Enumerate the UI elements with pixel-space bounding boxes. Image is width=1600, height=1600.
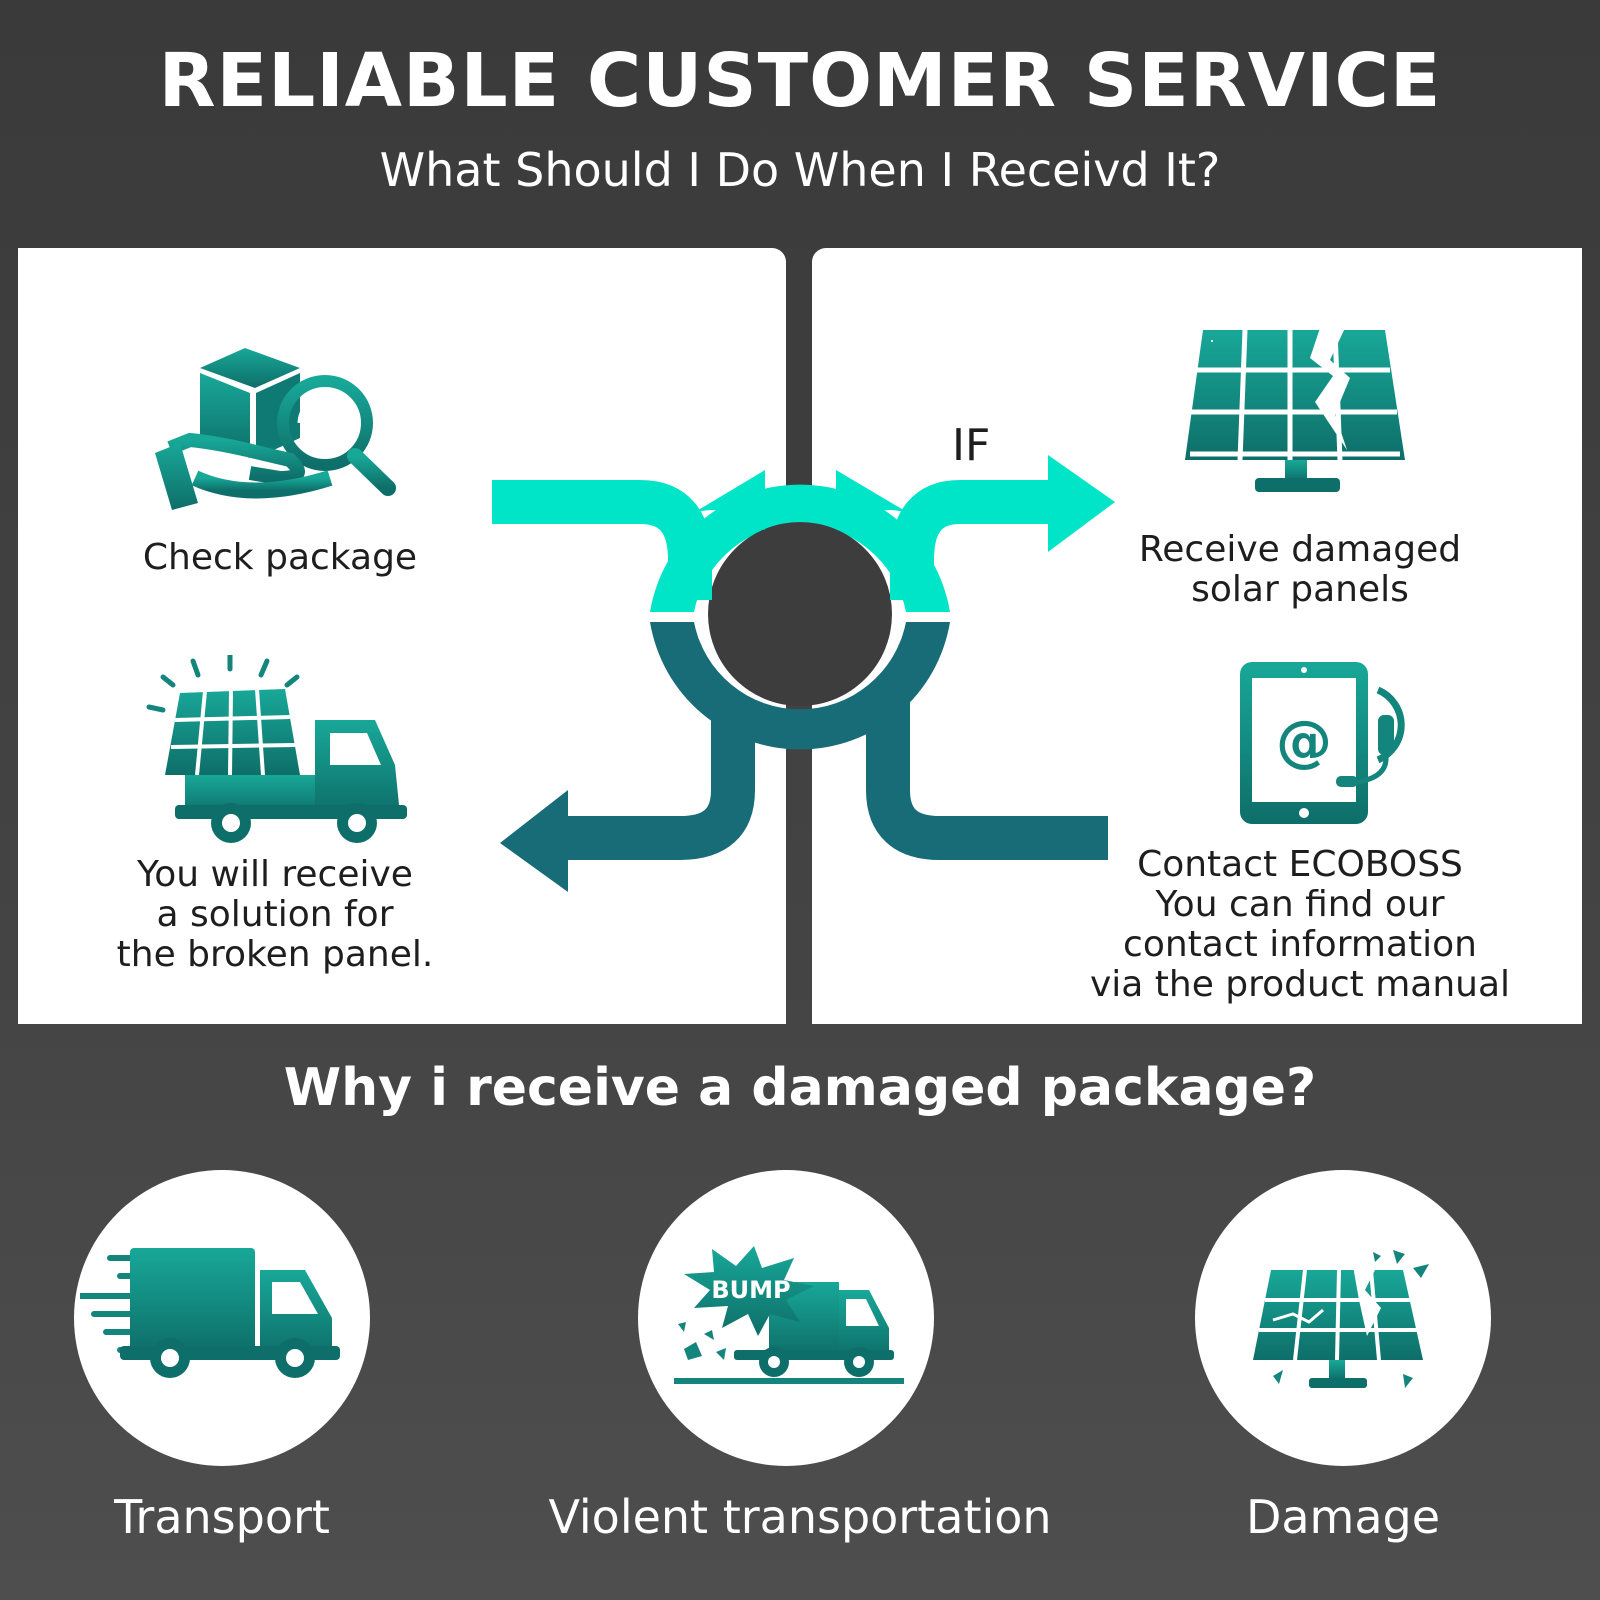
flow-result-connector: [560, 700, 755, 860]
flow-ring-top: [650, 484, 950, 612]
flow-diagram: [492, 455, 1115, 892]
reason-transport-label: Transport: [114, 1490, 330, 1544]
flow-return-connector: [866, 700, 1108, 860]
page-title: RELIABLE CUSTOMER SERVICE: [158, 38, 1442, 124]
solar-delivery-truck-icon: [145, 652, 415, 854]
reason-transport-circle: [74, 1170, 370, 1466]
step-solution-line3: the broken panel.: [116, 934, 434, 975]
flow-center-circle: [708, 522, 892, 706]
step-receive-damaged-label: Receive damaged solar panels: [1090, 530, 1510, 610]
reason-violent-circle: BUMP: [638, 1170, 934, 1466]
bump-truck-icon: BUMP: [674, 1244, 904, 1398]
reason-violent-label: Violent transportation: [548, 1490, 1052, 1544]
step-contact-line4: via the product manual: [1089, 964, 1511, 1005]
step-contact-label: Contact ECOBOSS You can find our contact…: [1050, 845, 1550, 1005]
damaged-solar-panel-icon: [1185, 328, 1415, 504]
flow-out-connector: [890, 480, 1050, 600]
step-solution-label: You will receive a solution for the brok…: [80, 855, 470, 975]
step-check-package-label: Check package: [142, 537, 418, 578]
step-solution-line1: You will receive: [137, 854, 413, 895]
if-label: IF: [952, 420, 991, 471]
flow-in-connector: [492, 480, 712, 600]
reason-damage-circle: [1195, 1170, 1491, 1466]
flow-in-cap: [690, 470, 765, 530]
fast-truck-icon: [77, 1248, 350, 1392]
contact-support-tablet-icon: @: [1238, 660, 1413, 834]
step-contact-line1: Contact ECOBOSS: [1137, 844, 1463, 885]
page-subtitle: What Should I Do When I Receivd It?: [379, 143, 1221, 197]
flow-result-arrowhead: [500, 790, 568, 892]
bump-badge: BUMP: [711, 1276, 790, 1304]
svg-text:@: @: [1276, 709, 1332, 774]
reasons-heading: Why i receive a damaged package?: [283, 1058, 1317, 1118]
step-solution-line2: a solution for: [156, 894, 394, 935]
package-inspect-icon: [150, 328, 410, 522]
step-contact-line3: contact information: [1123, 924, 1477, 965]
flow-out-cap: [836, 470, 912, 530]
reason-damage-label: Damage: [1245, 1490, 1441, 1544]
shattered-panel-icon: [1253, 1250, 1438, 1404]
step-receive-damaged-line2: solar panels: [1191, 569, 1409, 610]
step-contact-line2: You can find our: [1155, 884, 1445, 925]
step-receive-damaged-line1: Receive damaged: [1138, 529, 1462, 570]
flow-out-arrowhead: [1048, 455, 1115, 552]
